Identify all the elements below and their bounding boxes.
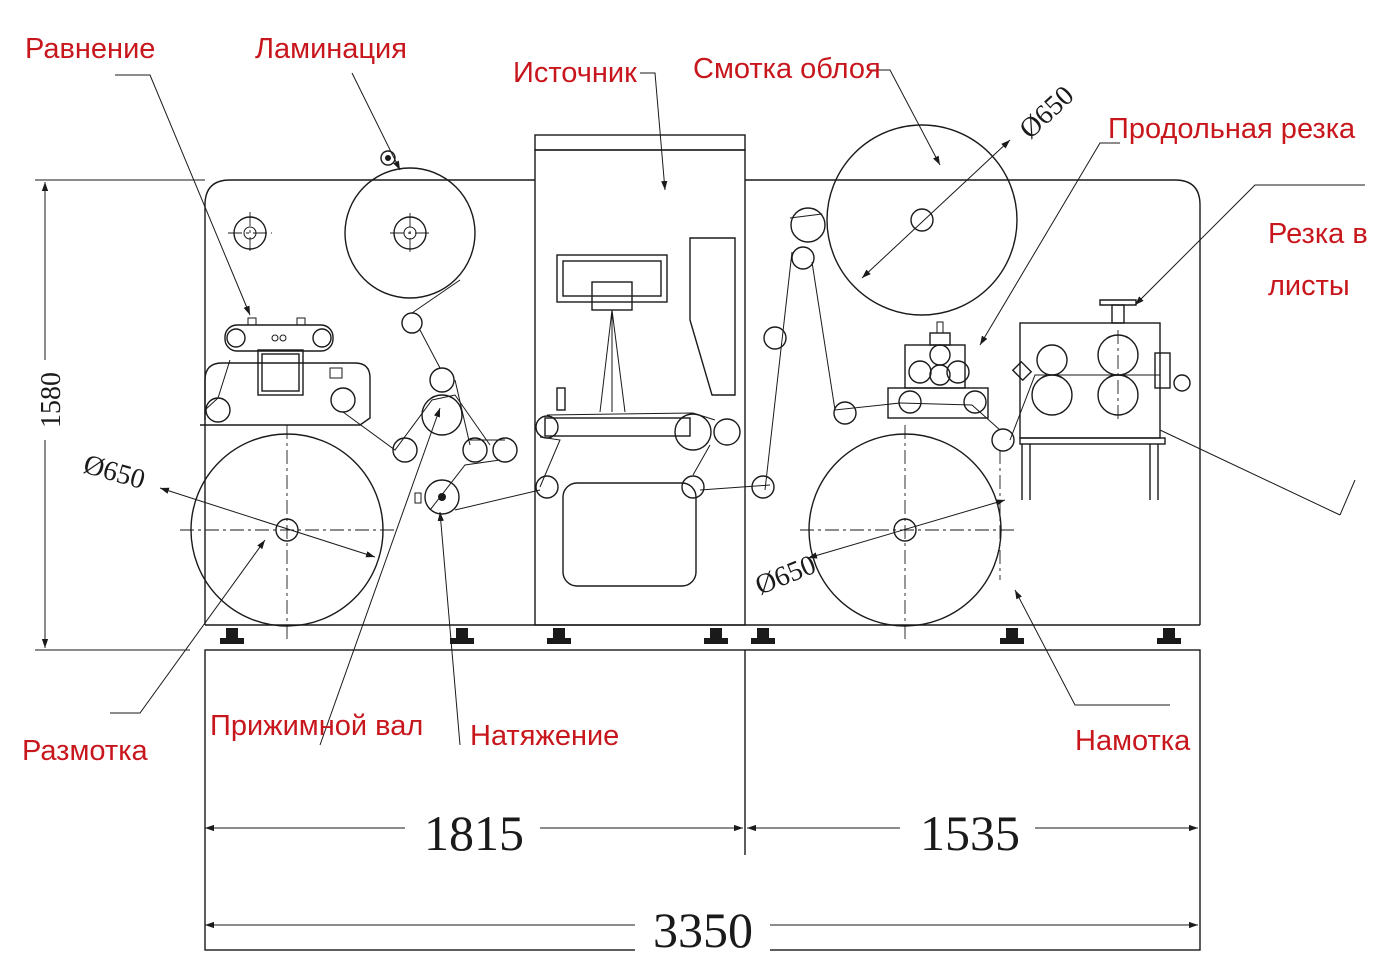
source-cabinet (535, 237, 771, 587)
label-rewind: Намотка (1075, 725, 1191, 757)
unwind-diameter-label: Ø650 (80, 449, 148, 496)
label-sheeting-line1: Резка в (1268, 218, 1368, 250)
unwind-roll (159, 425, 395, 640)
label-unwind: Размотка (22, 735, 149, 767)
component-labels: Равнение Ламинация Источник Смотка облоя… (22, 33, 1368, 767)
rewind-diameter-label: Ø650 (751, 549, 820, 601)
machine-feet (220, 628, 1181, 644)
left-width-dim: 1815 (424, 805, 524, 861)
label-leveling: Равнение (25, 33, 155, 65)
label-slitting: Продольная резка (1108, 113, 1356, 145)
width-dimensions: 1815 1535 3350 (205, 795, 1198, 958)
small-core-roll (228, 212, 272, 254)
label-source: Источник (513, 57, 637, 89)
leader-lines (110, 69, 1365, 746)
rewind-roll (800, 425, 1015, 640)
sheeting-unit (1009, 299, 1356, 516)
label-tension: Натяжение (470, 720, 619, 752)
lamination-roll (344, 150, 476, 299)
waste-rewind-roll (826, 124, 1018, 316)
leveling-unit (200, 317, 371, 426)
machine-frame (204, 134, 1201, 644)
label-lamination: Ламинация (255, 33, 407, 65)
total-width-dim: 3350 (653, 902, 753, 958)
right-width-dim: 1535 (920, 805, 1020, 861)
height-dim-label: 1580 (36, 372, 67, 428)
label-waste-rewind: Смотка облоя (693, 53, 881, 85)
right-rollers (751, 207, 901, 499)
slitting-unit (887, 321, 1015, 452)
label-sheeting-line2: листы (1268, 270, 1350, 302)
waste-diameter-label: Ø650 (1014, 80, 1081, 145)
left-rollers (204, 279, 541, 515)
height-dimension: 1580 (28, 179, 205, 651)
label-nip-roller: Прижимной вал (210, 710, 423, 742)
